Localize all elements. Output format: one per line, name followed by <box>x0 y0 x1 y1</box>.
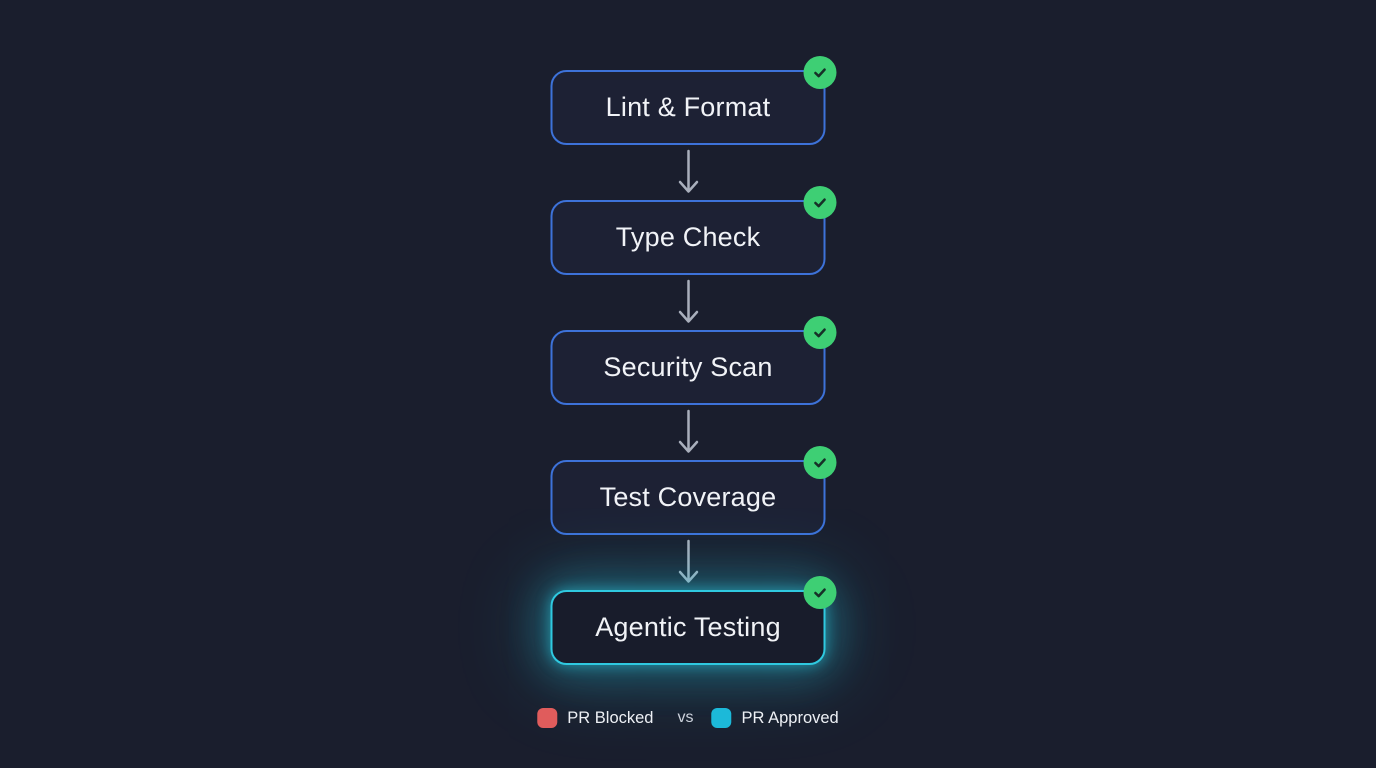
check-icon <box>814 328 826 338</box>
status-badge <box>803 316 837 349</box>
status-badge <box>803 446 837 479</box>
arrow-down-icon <box>678 279 698 323</box>
status-badge <box>803 186 837 219</box>
check-icon <box>814 458 826 468</box>
check-icon <box>814 198 826 208</box>
arrow-down-icon <box>678 539 698 583</box>
pipeline-node-label: Security Scan <box>603 352 773 382</box>
check-icon <box>814 68 826 78</box>
check-icon <box>814 588 826 598</box>
pipeline-node-lint-format: Lint & Format <box>550 56 837 145</box>
legend-swatch-blocked <box>537 708 558 728</box>
pipeline-node-security-scan: Security Scan <box>550 316 837 405</box>
pipeline-node-agentic-testing: Agentic Testing <box>550 576 837 665</box>
pipeline-node-label: Type Check <box>615 222 761 252</box>
pipeline-node-label: Test Coverage <box>599 482 777 512</box>
pipeline-stage-column: Lint & Format Type Check <box>550 56 837 665</box>
status-badge <box>803 576 837 609</box>
arrow-down-icon <box>678 149 698 193</box>
arrow-down-icon <box>678 409 698 453</box>
status-badge <box>803 56 837 89</box>
pipeline-node-label: Agentic Testing <box>595 612 781 642</box>
flow-connector <box>675 535 701 590</box>
pipeline-node-label: Lint & Format <box>605 92 771 122</box>
legend: PR Blocked vs PR Approved <box>537 708 839 728</box>
pipeline-node-test-coverage: Test Coverage <box>550 446 837 535</box>
legend-label-approved: PR Approved <box>741 708 839 727</box>
legend-swatch-approved <box>711 708 732 728</box>
flow-connector <box>675 145 701 200</box>
legend-separator: vs <box>677 709 694 726</box>
flow-connector <box>675 275 701 330</box>
legend-label-blocked: PR Blocked <box>567 708 654 727</box>
flow-connector <box>675 405 701 460</box>
pipeline-node-type-check: Type Check <box>550 186 837 275</box>
